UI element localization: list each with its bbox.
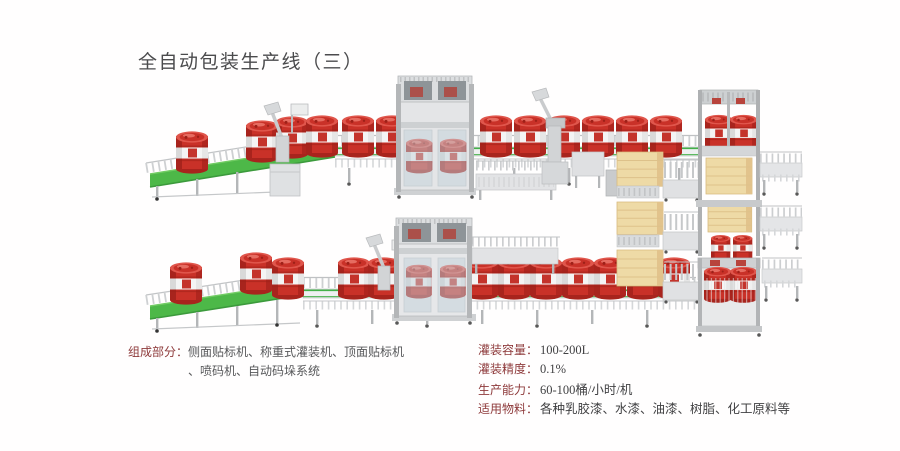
top-labeling-machine [532, 88, 604, 188]
pallet-magazine [616, 151, 664, 287]
palletizing-system [606, 90, 802, 337]
spec-row-capacity: 灌装容量： 100-200L [478, 343, 590, 357]
filling-machine-top [394, 76, 556, 200]
spec-row-throughput: 生产能力： 60-100桶/小时/机 [478, 383, 633, 397]
spec-list: 灌装容量： 100-200L 灌装精度： 0.1% 生产能力： 60-100桶/… [478, 341, 790, 418]
pallet-output-conveyors [760, 152, 802, 302]
composition-block: 组成部分： 侧面贴标机、称重式灌装机、顶面贴标机 、喷码机、自动码垛系统 [128, 343, 404, 381]
composition-line1: 侧面贴标机、称重式灌装机、顶面贴标机 [188, 345, 405, 359]
palletizer-top [696, 90, 762, 261]
page-title: 全自动包装生产线（三） [138, 52, 364, 73]
side-labeling-machine-top [264, 102, 308, 196]
filling-machine-bottom [392, 218, 560, 325]
transfer-conveyors [663, 160, 700, 304]
bottom-conveyor-line [146, 234, 696, 333]
composition-line2: 、喷码机、自动码垛系统 [188, 364, 321, 378]
palletizer-bottom [696, 258, 762, 337]
spec-row-materials: 适用物料： 各种乳胶漆、水漆、油漆、树脂、化工原料等 [478, 401, 791, 416]
composition-label: 组成部分： [128, 345, 189, 359]
spec-row-accuracy: 灌装精度： 0.1% [478, 361, 567, 376]
